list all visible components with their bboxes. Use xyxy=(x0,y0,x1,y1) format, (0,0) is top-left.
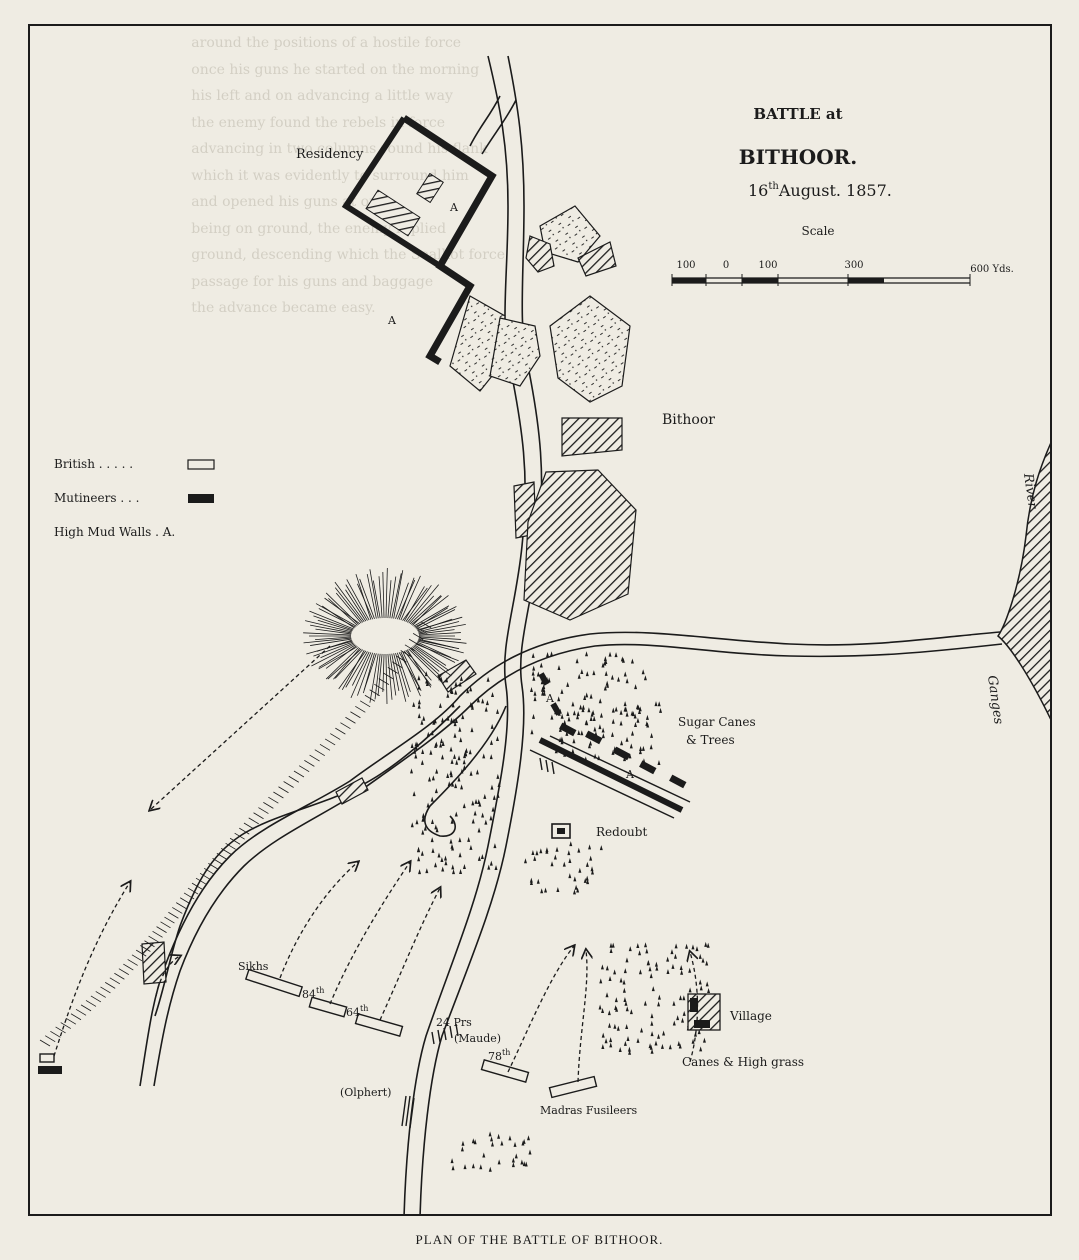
british-positions xyxy=(39,968,598,1099)
main-road xyxy=(154,55,543,1214)
label-village: Village xyxy=(729,1009,772,1023)
map-title-line2: BITHOOR. xyxy=(739,145,857,169)
scale-tick-100-left: 100 xyxy=(676,260,695,271)
label-residency: Residency xyxy=(296,147,364,162)
scale-tick-0: 0 xyxy=(723,260,729,271)
mutineer-outpost xyxy=(38,1066,62,1074)
label-wall-a-1: A xyxy=(449,201,459,214)
label-maude: (Maude) xyxy=(454,1032,501,1045)
label-ganges: Ganges xyxy=(984,674,1006,725)
map-title-block: BATTLE at BITHOOR. 16thAugust. 1857. xyxy=(739,105,892,200)
legend-mutineers-swatch xyxy=(188,494,214,503)
battle-map: BATTLE at BITHOOR. 16thAugust. 1857. Sca… xyxy=(38,55,1050,1214)
causeway-mutineer-position xyxy=(529,672,691,819)
river-ganges xyxy=(996,442,1050,720)
redoubt xyxy=(551,823,571,839)
label-sikhs: Sikhs xyxy=(238,960,269,973)
label-and-trees: & Trees xyxy=(686,733,735,747)
scale-bar: Scale 100 0 100 300 600 Yds. xyxy=(671,224,1014,286)
nullah-stream xyxy=(139,631,1003,1087)
residency-compound xyxy=(341,115,497,366)
artillery-24prs xyxy=(401,1023,459,1129)
legend-mutineers-label: Mutineers . . . xyxy=(54,491,139,505)
label-bithoor: Bithoor xyxy=(662,412,715,428)
tree-cane-patches xyxy=(410,651,711,1172)
scale-tick-300: 300 xyxy=(844,260,863,271)
legend-british-label: British . . . . . xyxy=(54,457,133,471)
label-84th: 84th xyxy=(302,986,324,1001)
map-date: 16thAugust. 1857. xyxy=(748,181,892,200)
bithoor-town xyxy=(141,205,637,985)
legend: British . . . . . Mutineers . . . High M… xyxy=(54,457,215,539)
label-78th: 78th xyxy=(488,1048,510,1063)
label-river: River xyxy=(1020,471,1040,510)
label-64th: 64th xyxy=(346,1004,368,1019)
bleed-through-text-left: around the positions of a hostile force … xyxy=(191,35,506,316)
legend-mud-walls-label: High Mud Walls . A. xyxy=(54,525,175,539)
label-wall-a-3: A xyxy=(545,692,555,705)
label-wall-a-2: A xyxy=(387,314,397,327)
label-wall-a-4: A xyxy=(625,768,635,781)
village xyxy=(687,993,721,1031)
troop-labels: Sikhs 84th 64th 24 Prs (Maude) (Olphert)… xyxy=(238,960,637,1117)
label-redoubt: Redoubt xyxy=(596,825,647,839)
map-title-line1: BATTLE at xyxy=(753,105,842,123)
ridge-embankment xyxy=(39,621,432,1047)
hill xyxy=(303,568,467,704)
legend-british-swatch xyxy=(187,459,215,470)
place-labels: Residency A A Bithoor River Ganges Sugar… xyxy=(296,147,1040,1069)
scale-tick-600: 600 Yds. xyxy=(970,264,1014,275)
map-caption: PLAN OF THE BATTLE OF BITHOOR. xyxy=(415,1232,664,1247)
label-sugar-canes: Sugar Canes xyxy=(678,715,756,729)
scale-tick-100: 100 xyxy=(758,260,777,271)
advance-arrows xyxy=(53,645,698,1083)
label-24-prs: 24 Prs xyxy=(436,1016,472,1029)
label-olphert: (Olphert) xyxy=(340,1086,391,1099)
label-madras-fusileers: Madras Fusileers xyxy=(540,1104,637,1117)
map-frame: BATTLE at BITHOOR. 16thAugust. 1857. Sca… xyxy=(28,24,1052,1216)
scale-label: Scale xyxy=(801,224,834,238)
label-canes-high-grass: Canes & High grass xyxy=(682,1055,804,1069)
